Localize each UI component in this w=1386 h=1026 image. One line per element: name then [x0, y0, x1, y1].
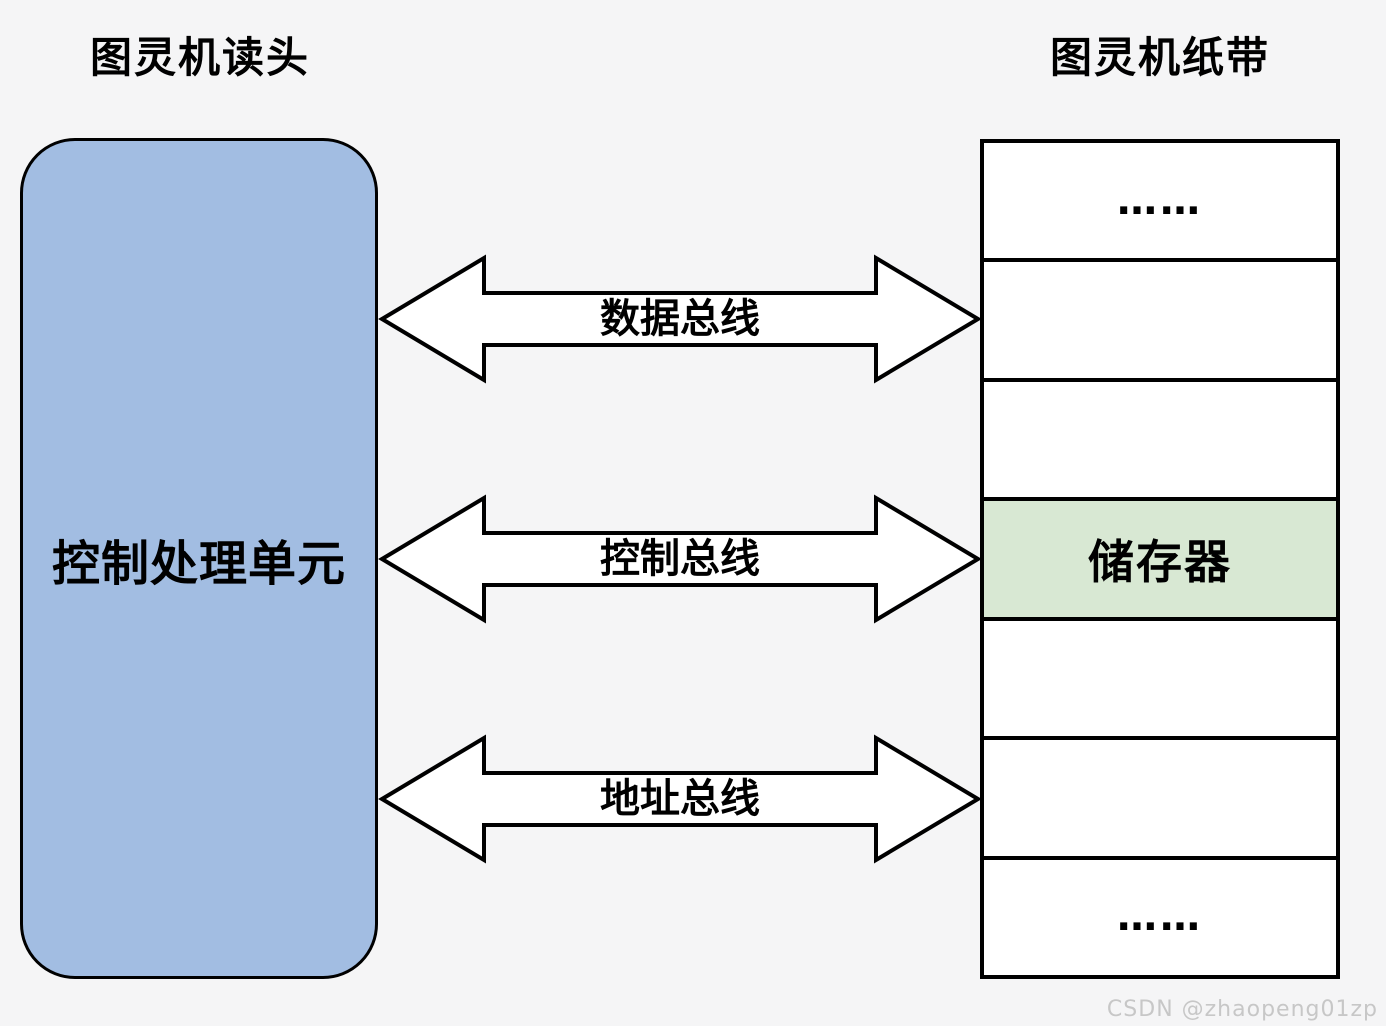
tape-cell [984, 740, 1336, 860]
left-title: 图灵机读头 [89, 33, 310, 82]
tape-cell: …… [984, 859, 1336, 975]
cpu-label: 控制处理单元 [51, 535, 346, 592]
control-bus-label: 控制总线 [600, 536, 760, 582]
address-bus-label: 地址总线 [600, 776, 760, 822]
right-title: 图灵机纸带 [1049, 33, 1270, 82]
tape-cell: …… [984, 143, 1336, 263]
tape-cell-storage: 储存器 [984, 501, 1336, 621]
tape-cell-text: …… [1117, 894, 1203, 941]
tape-cell [984, 381, 1336, 502]
tape: …… 储存器 …… [980, 139, 1340, 979]
cpu-box: 控制处理单元 [20, 138, 378, 979]
csdn-watermark: CSDN @zhaopeng01zp [1106, 997, 1378, 1022]
data-bus-label: 数据总线 [600, 296, 760, 342]
tape-cell [984, 620, 1336, 741]
tape-cell-text: …… [1117, 177, 1203, 224]
tape-cell-text: 储存器 [1088, 534, 1232, 589]
tape-cell [984, 262, 1336, 382]
